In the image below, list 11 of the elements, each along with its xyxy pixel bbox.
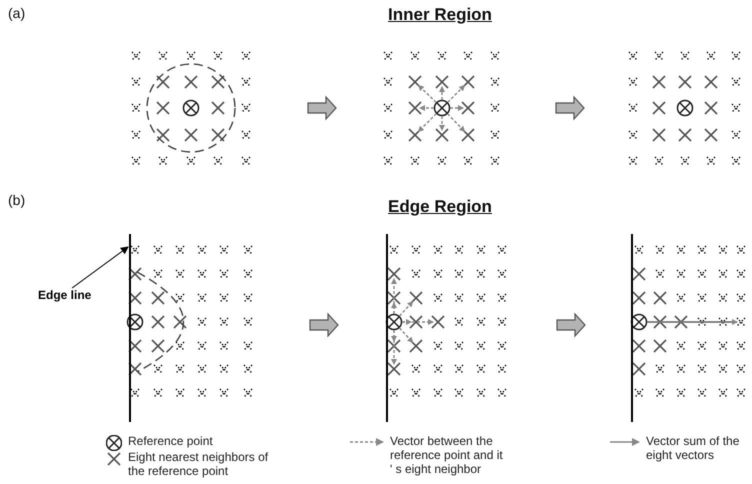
legend-text: Vector between the reference point and it ' s eight neighbor: [390, 434, 504, 476]
legend-text: Vector sum of the eight vectors: [646, 434, 740, 462]
section-heading: Edge Region: [388, 197, 492, 217]
legend-text: Reference point: [128, 434, 214, 448]
section-heading: Inner Region: [388, 5, 492, 25]
legend-text: Eight nearest neighbors of the reference point: [128, 450, 270, 478]
leader-line: [72, 246, 129, 288]
panel-label: (b): [8, 192, 26, 208]
panel-label: (a): [8, 5, 26, 21]
edge-line: [129, 234, 131, 422]
callout-text: Edge line: [38, 288, 92, 302]
